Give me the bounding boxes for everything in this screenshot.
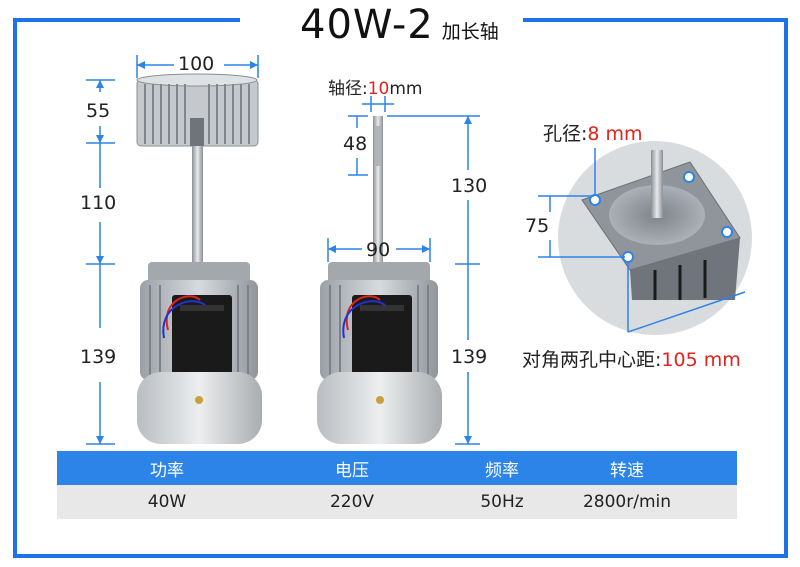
model-name: 40W-2 <box>300 2 434 48</box>
frame-bottom <box>13 554 788 558</box>
motor-height-right-label: 139 <box>451 346 488 368</box>
spec-table-header: 功率 电压 频率 转速 <box>57 451 737 485</box>
value-frequency: 50Hz <box>480 492 524 512</box>
header-voltage: 电压 <box>335 460 369 481</box>
value-voltage: 220V <box>329 492 375 512</box>
header-frequency: 频率 <box>485 460 519 481</box>
shaft-length-left-label: 110 <box>80 192 117 214</box>
diagonal-distance-label: 对角两孔中心距:105 mm <box>522 349 741 371</box>
fan-wheel <box>136 73 259 147</box>
hole-offset-label: 75 <box>525 215 550 237</box>
frame-left <box>13 18 17 558</box>
page-title: 40W-2 加长轴 <box>300 2 499 50</box>
model-subtitle: 加长轴 <box>441 21 499 43</box>
motor-height-left-label: 139 <box>80 346 117 368</box>
frame-top-left <box>13 18 240 22</box>
shaft-flat-label: 48 <box>343 133 368 155</box>
frame-right <box>784 18 788 558</box>
header-power: 功率 <box>150 460 184 481</box>
spec-table-row: 40W 220V 50Hz 2800r/min <box>57 485 737 519</box>
fan-height-label: 55 <box>86 100 111 122</box>
flange-top-view <box>558 141 752 335</box>
fan-width-label: 100 <box>178 53 215 75</box>
frame-top-right <box>523 18 788 22</box>
motor-width-label: 90 <box>366 239 391 261</box>
shaft-diameter-label: 轴径:10mm <box>328 79 423 99</box>
value-speed: 2800r/min <box>582 492 672 512</box>
spec-table: 功率 电压 频率 转速 40W 220V 50Hz 2800r/min <box>57 451 737 519</box>
header-speed: 转速 <box>610 460 644 481</box>
shaft-length-right-label: 130 <box>451 175 488 197</box>
hole-diameter-label: 孔径:8 mm <box>543 123 643 145</box>
motor-with-fan <box>136 73 262 444</box>
motor-long-shaft <box>317 116 442 444</box>
value-power: 40W <box>147 492 187 512</box>
